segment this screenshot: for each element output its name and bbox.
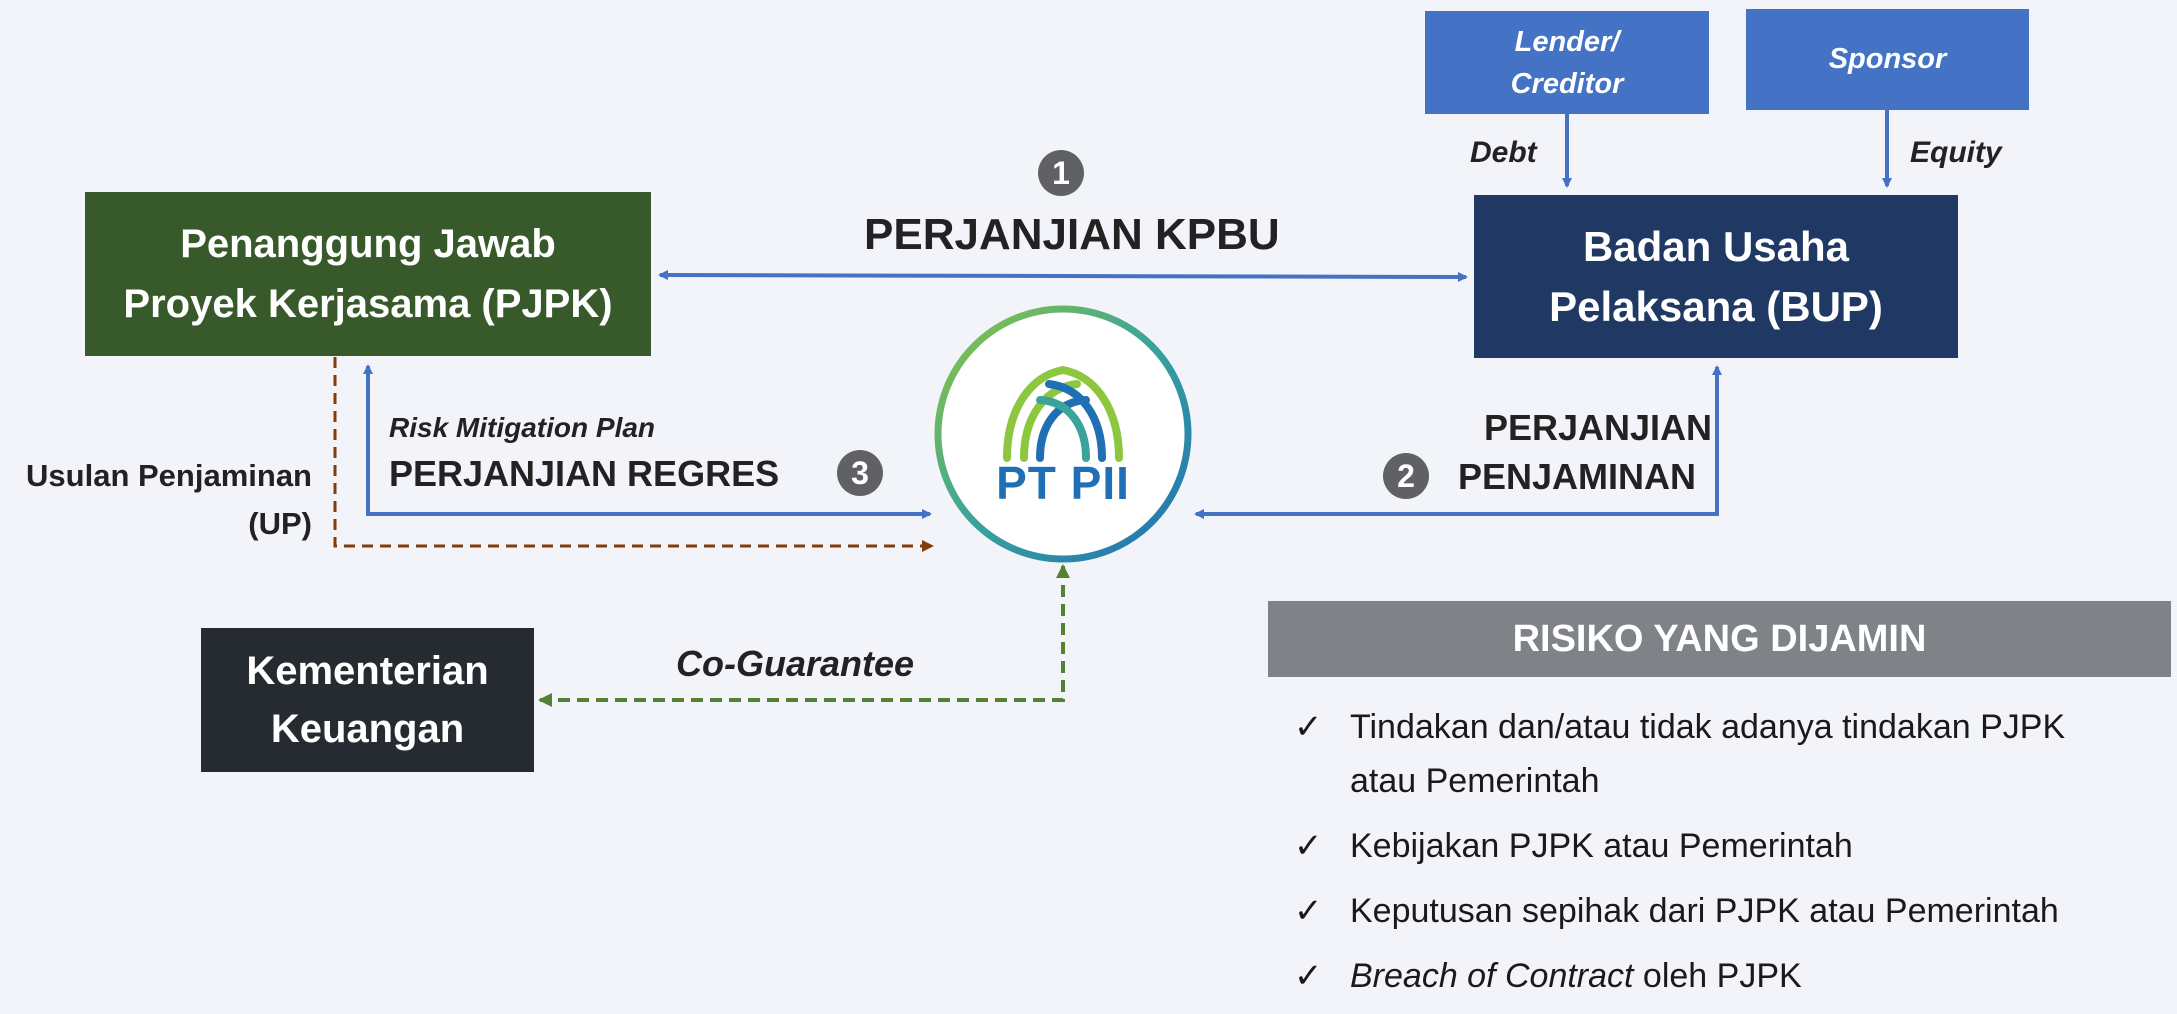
pjpk-line1: Penanggung Jawab — [180, 222, 556, 266]
lender-line2: Creditor — [1510, 67, 1624, 100]
pjpk-box: Penanggung Jawab Proyek Kerjasama (PJPK) — [85, 192, 651, 356]
step-1-badge: 1 — [1038, 150, 1084, 196]
bup-box: Badan Usaha Pelaksana (BUP) — [1474, 195, 1958, 358]
lender-box: Lender/ Creditor — [1425, 11, 1709, 114]
risk-item: ✓ Breach of Contract oleh PJPK — [1270, 949, 2170, 1003]
bup-line1: Badan Usaha — [1582, 222, 1850, 270]
usulan-arrow — [333, 357, 934, 552]
risk-item-text: Keputusan sepihak dari PJPK atau Pemerin… — [1350, 892, 2059, 930]
usulan-penjaminan-line2: (UP) — [248, 506, 312, 541]
risk-item-text-cont: atau Pemerintah — [1350, 762, 1600, 800]
risk-item: ✓ Kebijakan PJPK atau Pemerintah — [1270, 819, 2170, 873]
kemenkeu-line2: Keuangan — [270, 707, 465, 751]
pt-pii-ring — [934, 305, 1192, 563]
bup-line2: Pelaksana (BUP) — [1549, 282, 1883, 330]
risk-item-italic: Breach of Contract — [1350, 957, 1634, 995]
step-2-badge: 2 — [1383, 453, 1429, 499]
risk-item: ✓ Tindakan dan/atau tidak adanya tindaka… — [1270, 700, 2170, 808]
check-icon: ✓ — [1294, 827, 1323, 865]
pt-pii-logo-text: PT PII — [996, 457, 1130, 509]
kemenkeu-box: Kementerian Keuangan — [201, 628, 534, 772]
kemenkeu-line1: Kementerian — [246, 649, 489, 693]
risk-item: ✓ Keputusan sepihak dari PJPK atau Pemer… — [1270, 884, 2170, 938]
penjaminan-arrow — [1194, 365, 1722, 519]
risk-item-text: Kebijakan PJPK atau Pemerintah — [1350, 827, 1853, 865]
co-guarantee-label: Co-Guarantee — [676, 643, 915, 684]
equity-label: Equity — [1910, 136, 2002, 169]
check-icon: ✓ — [1294, 957, 1323, 995]
risk-panel-title: RISIKO YANG DIJAMIN — [1512, 617, 1927, 660]
risk-mitigation-label: Risk Mitigation Plan — [389, 412, 656, 443]
pjpk-line2: Proyek Kerjasama (PJPK) — [123, 282, 613, 326]
perjanjian-regres-label: PERJANJIAN REGRES — [389, 453, 780, 494]
perjanjian-kpbu-label: PERJANJIAN KPBU — [864, 210, 1280, 259]
risk-panel-header: RISIKO YANG DIJAMIN — [1268, 601, 2171, 677]
risk-item-text: Tindakan dan/atau tidak adanya tindakan … — [1350, 708, 2066, 746]
lender-line1: Lender/ — [1514, 25, 1620, 58]
perjanjian-penjaminan-line1: PERJANJIAN — [1484, 407, 1713, 448]
co-guarantee-arrow — [538, 564, 1070, 707]
usulan-penjaminan-line1: Usulan Penjaminan — [26, 458, 312, 493]
sponsor-box: Sponsor — [1746, 9, 2029, 110]
risk-item-text: oleh PJPK — [1633, 957, 1802, 995]
debt-label: Debt — [1470, 136, 1537, 169]
check-icon: ✓ — [1294, 892, 1323, 930]
sponsor-label: Sponsor — [1828, 43, 1947, 75]
check-icon: ✓ — [1294, 708, 1323, 746]
pt-pii-logo-icon — [1003, 366, 1123, 462]
risk-list: ✓ Tindakan dan/atau tidak adanya tindaka… — [1270, 700, 2170, 1003]
kpbu-arrow — [658, 270, 1468, 282]
risk-list-container: ✓ Tindakan dan/atau tidak adanya tindaka… — [1270, 700, 2170, 1014]
perjanjian-penjaminan-line2: PENJAMINAN — [1457, 456, 1696, 497]
step-3-badge: 3 — [837, 450, 883, 496]
regres-arrow — [363, 364, 932, 519]
